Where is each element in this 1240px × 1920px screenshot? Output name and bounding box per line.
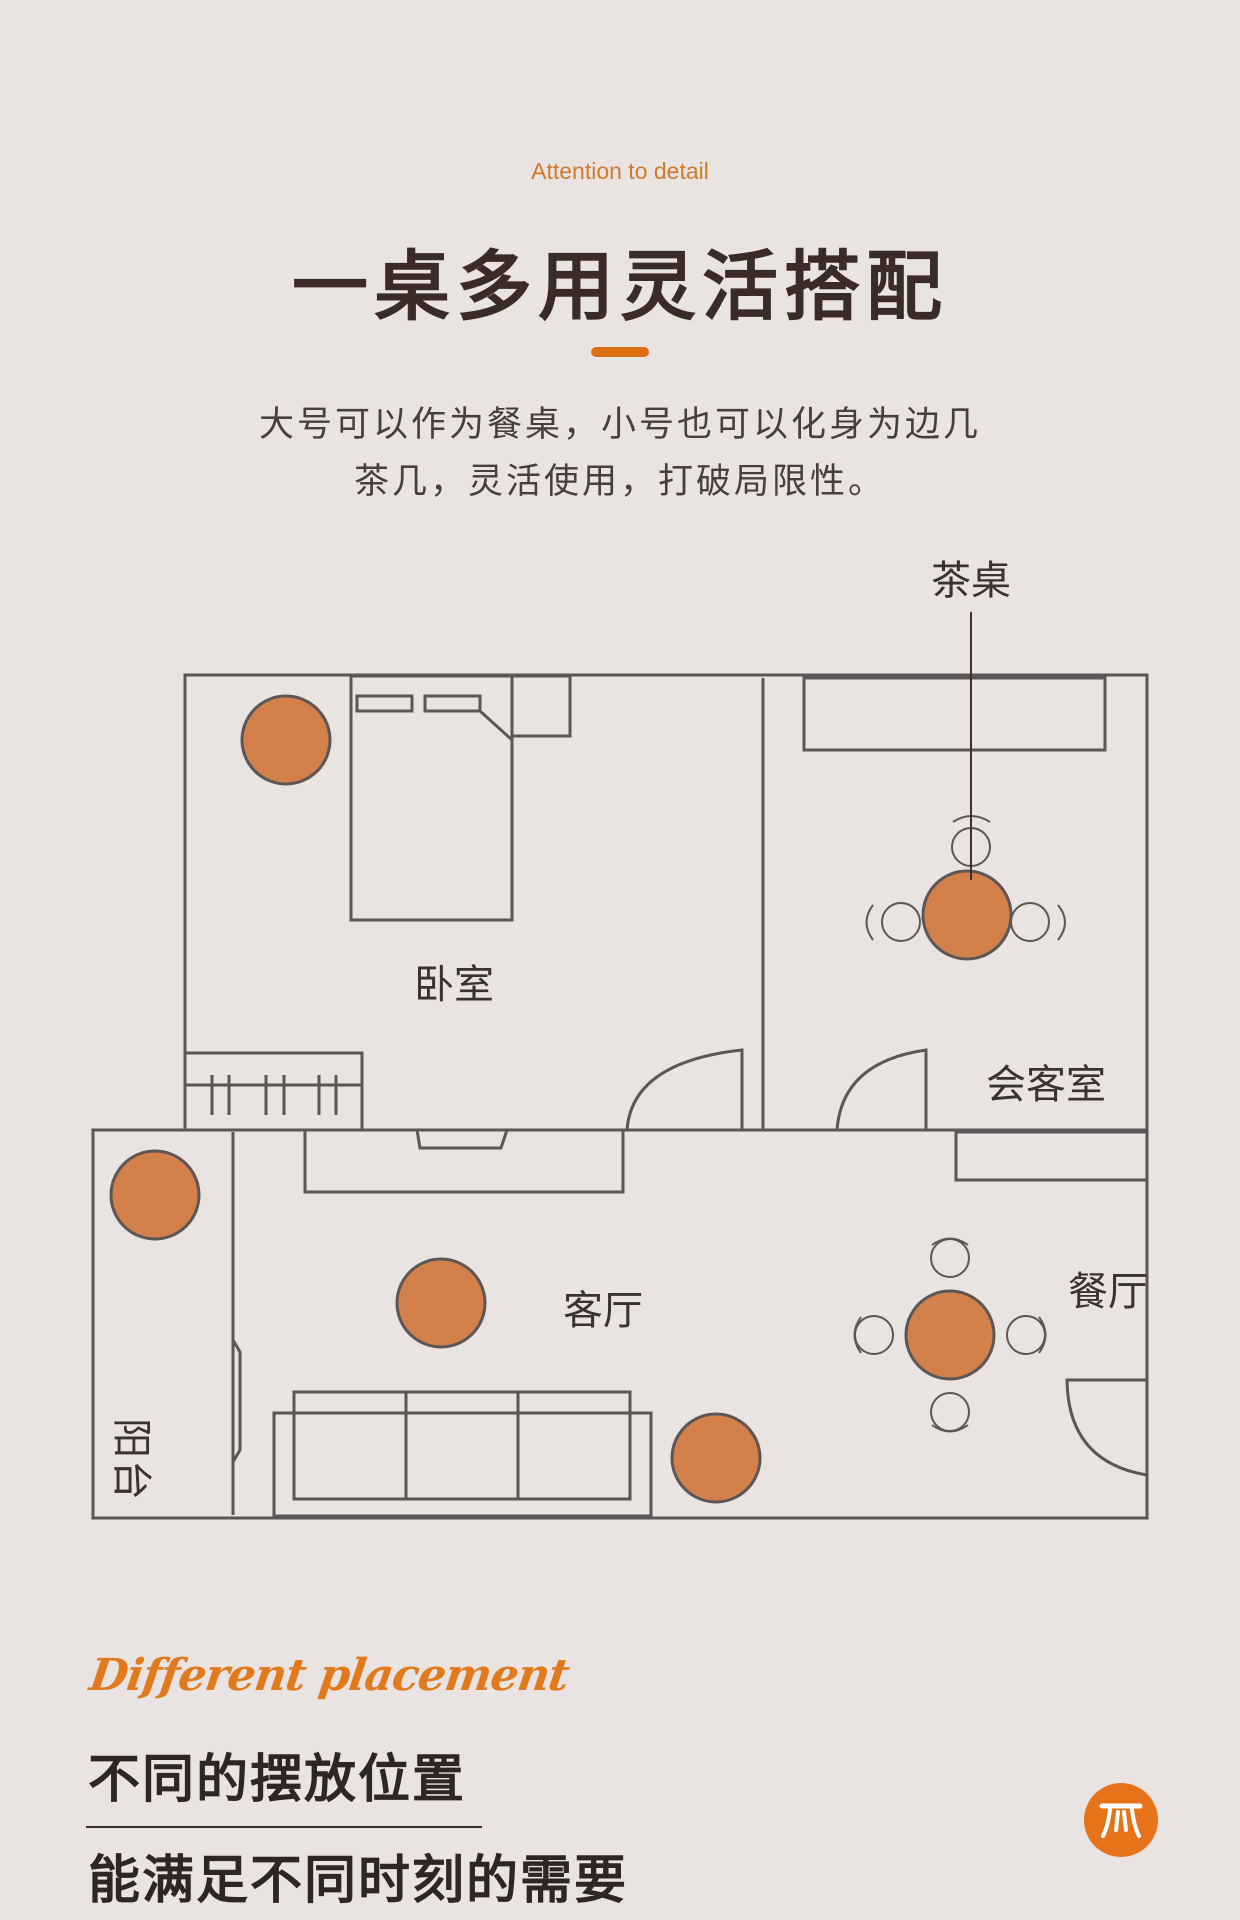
furniture-outlines (183, 674, 1149, 1518)
sofa (292, 1390, 632, 1501)
wardrobe-hangers (210, 1075, 338, 1115)
stool-glyph (1099, 1803, 1143, 1838)
chair (881, 902, 921, 942)
round-table-sofa-side (670, 1412, 762, 1504)
reception-door (835, 1048, 928, 1131)
room-label-living: 客厅 (563, 1288, 643, 1334)
tv-cabinet (303, 1128, 625, 1194)
room-label-bedroom: 卧室 (414, 962, 494, 1008)
chair (930, 1238, 970, 1278)
tv-stand-notch (415, 1129, 509, 1150)
round-table-balcony (109, 1149, 201, 1241)
wardrobe (183, 1051, 364, 1132)
description-line-2: 茶几，灵活使用，打破局限性。 (353, 462, 886, 502)
bedroom-door (625, 1048, 744, 1131)
pillow-right (423, 694, 482, 713)
chair (930, 1392, 970, 1432)
dining-door (1065, 1378, 1148, 1477)
room-label-reception: 会客室 (986, 1062, 1106, 1108)
reception-cabinet (802, 676, 1107, 752)
pillow-left (355, 694, 414, 713)
round-table-reception (921, 869, 1013, 961)
caption-line-1: 不同的摆放位置 (88, 1750, 467, 1810)
chair (854, 1315, 894, 1355)
chair (1010, 902, 1050, 942)
nightstand (512, 674, 572, 738)
bed (349, 674, 514, 922)
caption-divider (86, 1826, 482, 1828)
caption-line-2: 能满足不同时刻的需要 (88, 1851, 629, 1911)
dining-cabinet (954, 1130, 1149, 1182)
floor-plan: 茶桌 卧室 会客室 客厅 餐厅 阳 台 (91, 558, 1149, 1520)
script-caption: Different placement (86, 1650, 572, 1701)
chairs (853, 815, 1066, 1433)
room-label-dining: 餐厅 (1068, 1269, 1148, 1315)
round-table-living (395, 1257, 487, 1349)
round-tables (109, 694, 1013, 1504)
room-label-balcony-2: 台 (108, 1460, 154, 1500)
chair (1006, 1315, 1046, 1355)
description-line-1: 大号可以作为餐桌，小号也可以化身为边几 (258, 405, 981, 445)
room-label-balcony-1: 阳 (108, 1418, 154, 1458)
round-table-bedroom (240, 694, 332, 786)
page-title: 一桌多用灵活搭配 (292, 242, 948, 331)
sofa-base (272, 1411, 653, 1518)
callout-label-tea-table: 茶桌 (931, 558, 1011, 604)
description: 大号可以作为餐桌，小号也可以化身为边几 茶几，灵活使用，打破局限性。 (0, 397, 1240, 511)
eyebrow-text: Attention to detail (531, 158, 709, 184)
stool-logo-icon (1084, 1783, 1158, 1857)
title-accent-bar (591, 347, 649, 357)
round-table-dining (904, 1289, 996, 1381)
